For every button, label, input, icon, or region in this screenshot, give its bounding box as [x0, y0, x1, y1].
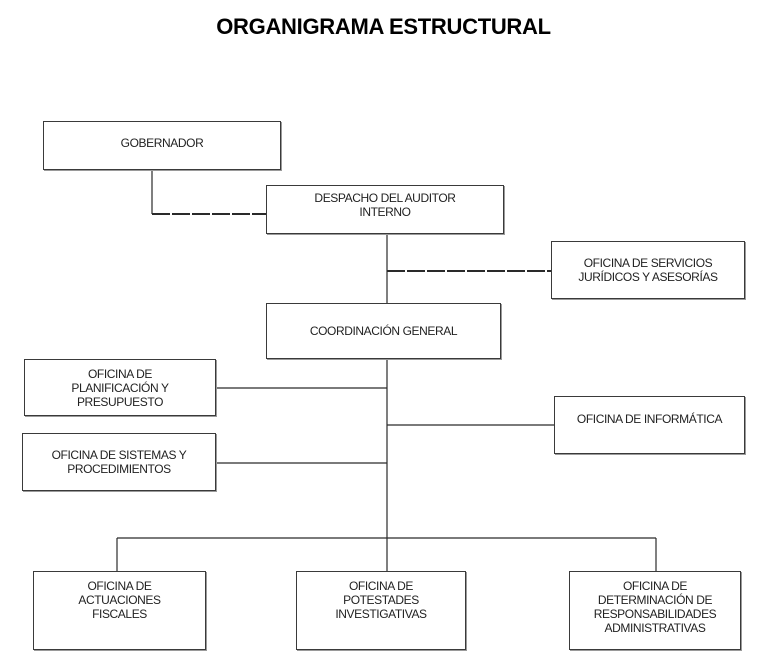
node-label: OFICINA DE SISTEMAS Y PROCEDIMIENTOS [51, 448, 187, 476]
node-label: COORDINACIÓN GENERAL [309, 324, 458, 338]
node-coordinacion-general: COORDINACIÓN GENERAL [266, 303, 501, 359]
node-informatica: OFICINA DE INFORMÁTICA [554, 396, 745, 454]
node-label: OFICINA DE PLANIFICACIÓN Y PRESUPUESTO [71, 366, 169, 409]
node-determinacion-responsabilidades: OFICINA DE DETERMINACIÓN DE RESPONSABILI… [569, 571, 741, 650]
node-gobernador: GOBERNADOR [43, 121, 281, 170]
node-sistemas-procedimientos: OFICINA DE SISTEMAS Y PROCEDIMIENTOS [22, 433, 216, 491]
node-potestades-investigativas: OFICINA DE POTESTADES INVESTIGATIVAS [296, 571, 466, 650]
node-planificacion-presupuesto: OFICINA DE PLANIFICACIÓN Y PRESUPUESTO [24, 359, 216, 416]
node-label: OFICINA DE INFORMÁTICA [576, 412, 723, 426]
node-label: OFICINA DE ACTUACIONES FISCALES [78, 579, 161, 621]
chart-title: ORGANIGRAMA ESTRUCTURAL [216, 14, 551, 39]
node-actuaciones-fiscales: OFICINA DE ACTUACIONES FISCALES [33, 571, 206, 650]
node-label: OFICINA DE DETERMINACIÓN DE RESPONSABILI… [593, 579, 717, 635]
node-servicios-juridicos: OFICINA DE SERVICIOS JURÍDICOS Y ASESORÍ… [551, 241, 745, 299]
node-label: OFICINA DE POTESTADES INVESTIGATIVAS [335, 579, 427, 621]
node-despacho-auditor-interno: DESPACHO DEL AUDITOR INTERNO [266, 185, 504, 234]
node-label: GOBERNADOR [120, 135, 204, 150]
node-label: OFICINA DE SERVICIOS JURÍDICOS Y ASESORÍ… [578, 256, 718, 284]
node-label: DESPACHO DEL AUDITOR INTERNO [314, 190, 456, 219]
